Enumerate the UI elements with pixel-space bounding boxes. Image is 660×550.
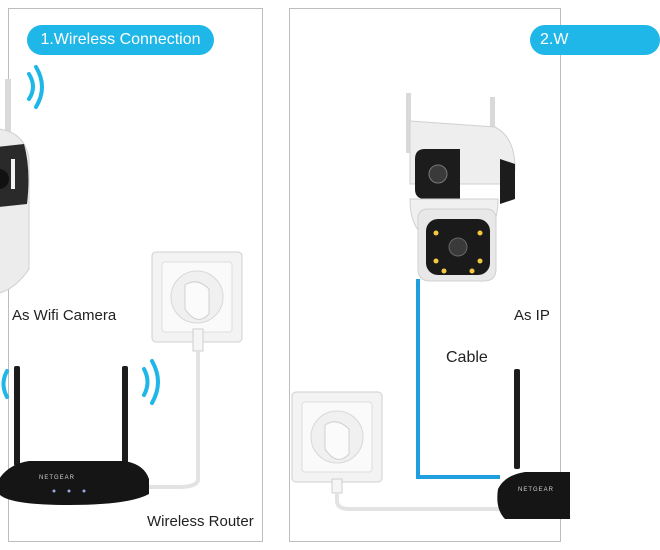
wifi-camera-image — [0, 79, 30, 294]
router-brand-text-right: NETGEAR — [518, 487, 554, 493]
power-cable — [145, 351, 200, 489]
wired-illustration: NETGEAR — [291, 93, 570, 519]
ip-camera-image — [406, 93, 516, 282]
router-signal-icon — [1, 359, 160, 405]
wireless-illustration: NETGEAR — [0, 65, 243, 505]
router-image-right: NETGEAR — [497, 369, 570, 519]
step-title-wireless: 1.Wireless Connection — [27, 25, 214, 55]
step-title-wired: 2.W — [530, 25, 660, 55]
network-cable — [416, 279, 500, 479]
wireless-router-caption: Wireless Router — [147, 513, 254, 530]
power-cable-right — [335, 493, 500, 511]
wifi-camera-caption: As Wifi Camera — [12, 307, 117, 324]
wall-socket-image-right — [291, 391, 383, 494]
camera-signal-icon — [27, 65, 44, 109]
wireless-connection-panel: 1.Wireless Connection — [0, 8, 263, 542]
router-brand-text: NETGEAR — [39, 475, 75, 481]
wired-connection-panel: 2.W — [289, 8, 660, 542]
wireless-router-image: NETGEAR — [0, 366, 149, 505]
wall-socket-image — [151, 251, 243, 352]
cable-caption: Cable — [446, 349, 488, 366]
ip-camera-caption: As IP — [514, 307, 550, 324]
